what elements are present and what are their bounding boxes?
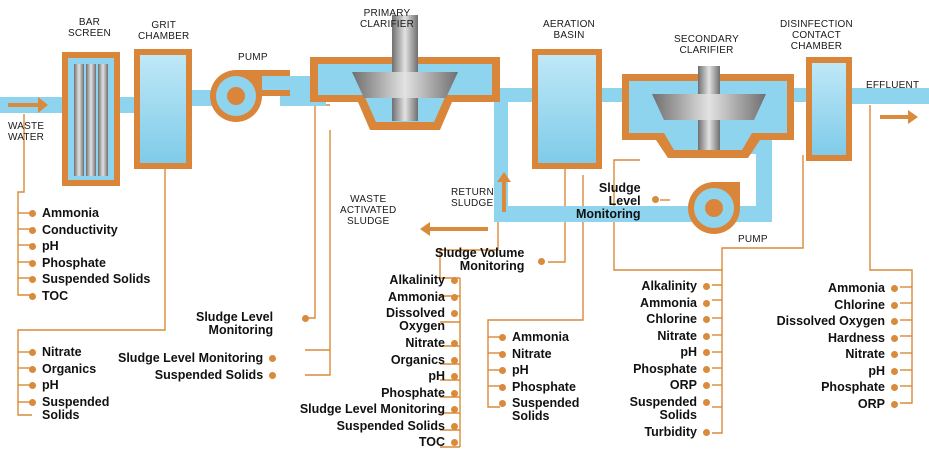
secondary-clarifier-label: SECONDARY CLARIFIER: [674, 34, 739, 56]
list-item: Nitrate: [25, 344, 109, 361]
list-item: pH: [262, 368, 462, 385]
list-item: pH: [25, 377, 109, 394]
list-item: Sludge Level Monitoring: [118, 350, 280, 367]
aeration-basin-label: AERATION BASIN: [543, 19, 595, 41]
list-item: Turbidity: [590, 424, 714, 441]
list-item: Ammonia: [590, 295, 714, 312]
list-item: Nitrate: [262, 335, 462, 352]
list-item: Phosphate: [25, 255, 150, 272]
primary-effluent-parameter-list: Sludge Level Monitoring Suspended Solids: [118, 350, 280, 383]
monitor-dot: [302, 315, 309, 322]
list-item: Hardness: [752, 330, 902, 347]
list-item: Alkalinity: [262, 272, 462, 289]
list-item: Phosphate: [590, 361, 714, 378]
list-item: ORP: [590, 377, 714, 394]
list-item: Ammonia: [752, 280, 902, 297]
pump-2: [688, 182, 740, 234]
return-sludge-label: RETURN SLUDGE: [451, 187, 494, 209]
list-item: Phosphate: [262, 385, 462, 402]
aeration-basin-tank: [532, 49, 602, 169]
list-item: pH: [25, 238, 150, 255]
list-item: Nitrate: [590, 328, 714, 345]
secondary-parameter-list: Alkalinity Ammonia Chlorine Nitrate pH P…: [590, 278, 714, 440]
list-item: Dissolved Oxygen: [262, 305, 462, 335]
list-item: Alkalinity: [590, 278, 714, 295]
list-item: Suspended Solids: [25, 271, 150, 288]
list-item: Chlorine: [752, 297, 902, 314]
grit-parameter-list: Nitrate Organics pH Suspended Solids: [25, 344, 109, 424]
bar-screen-tank: [62, 52, 120, 186]
list-item: ORP: [752, 396, 902, 413]
list-item: Ammonia: [25, 205, 150, 222]
primary-clarifier-label: PRIMARY CLARIFIER: [360, 8, 415, 30]
list-item: Ammonia: [262, 289, 462, 306]
disinfection-chamber-tank: [806, 57, 852, 161]
list-item: Ammonia: [495, 329, 579, 346]
bar-screen-label: BAR SCREEN: [68, 17, 111, 39]
effluent-parameter-list: Ammonia Chlorine Dissolved Oxygen Hardne…: [752, 280, 902, 412]
list-item: Nitrate: [495, 346, 579, 363]
primary-sludge-level-monitoring: Sludge Level Monitoring: [196, 310, 274, 337]
list-item: Suspended Solids: [262, 418, 462, 435]
influent-parameter-list: Ammonia Conductivity pH Phosphate Suspen…: [25, 205, 150, 304]
flow-arrows: [8, 97, 918, 236]
secondary-sludge-level-monitoring: Sludge Level Monitoring: [576, 181, 641, 221]
list-item: Organics: [25, 361, 109, 378]
list-item: Suspended Solids: [590, 394, 714, 424]
list-item: pH: [590, 344, 714, 361]
disinfection-chamber-label: DISINFECTION CONTACT CHAMBER: [780, 19, 853, 52]
list-item: Sludge Level Monitoring: [262, 401, 462, 418]
list-item: Dissolved Oxygen: [752, 313, 902, 330]
pump-label-1: PUMP: [238, 52, 268, 63]
pump-label-2: PUMP: [738, 234, 768, 245]
list-item: Suspended Solids: [118, 367, 280, 384]
waste-water-label: WASTE WATER: [8, 121, 45, 143]
list-item: Suspended Solids: [495, 395, 579, 425]
grit-chamber-label: GRIT CHAMBER: [138, 20, 190, 42]
primary-clarifier-tank: [310, 15, 500, 130]
sludge-volume-monitoring: Sludge Volume Monitoring: [435, 246, 525, 273]
list-item: TOC: [262, 434, 462, 451]
grit-chamber-tank: [134, 49, 192, 169]
list-item: Suspended Solids: [25, 394, 109, 424]
list-item: Phosphate: [752, 379, 902, 396]
list-item: Organics: [262, 352, 462, 369]
waste-activated-sludge-label: WASTE ACTIVATED SLUDGE: [340, 194, 397, 227]
pump-1: [210, 70, 290, 122]
return-sludge-parameter-list: Ammonia Nitrate pH Phosphate Suspended S…: [495, 329, 579, 425]
list-item: Phosphate: [495, 379, 579, 396]
list-item: TOC: [25, 288, 150, 305]
list-item: Conductivity: [25, 222, 150, 239]
list-item: pH: [495, 362, 579, 379]
list-item: Nitrate: [752, 346, 902, 363]
monitor-dot: [652, 196, 659, 203]
effluent-label: EFFLUENT: [866, 80, 920, 91]
list-item: Chlorine: [590, 311, 714, 328]
list-item: pH: [752, 363, 902, 380]
monitor-dot: [538, 258, 545, 265]
aeration-parameter-list: Alkalinity Ammonia Dissolved Oxygen Nitr…: [262, 272, 462, 451]
secondary-clarifier-tank: [622, 66, 794, 158]
